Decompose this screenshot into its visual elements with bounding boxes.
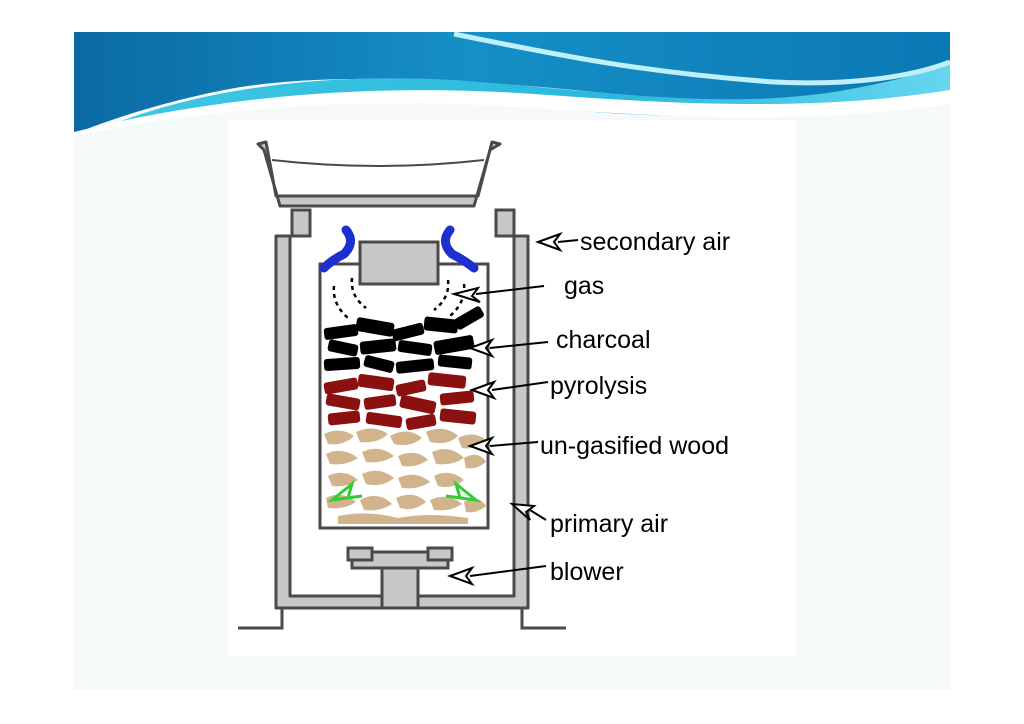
banner-highlight [453, 32, 950, 86]
blower-top-left-cap [346, 546, 374, 562]
wave-banner [74, 32, 950, 136]
secondary-air-nozzle-right [441, 225, 479, 273]
gas-flow-3 [433, 279, 450, 311]
gas-flow-2 [350, 277, 367, 309]
stove-base [238, 608, 566, 630]
pyrolysis-layer [323, 372, 477, 431]
label-charcoal: charcoal [556, 326, 651, 354]
label-blower: blower [550, 558, 624, 586]
primary-air-flow [326, 479, 482, 503]
banner-base [74, 32, 950, 134]
blower-body [380, 566, 420, 610]
label-secondary-air: secondary air [580, 228, 730, 256]
charcoal-layer [323, 306, 484, 374]
secondary-air-nozzle-left [319, 225, 355, 273]
flame-deflector [358, 240, 440, 286]
blower-top-right-cap [426, 546, 454, 562]
label-primary-air: primary air [550, 510, 668, 538]
label-gas: gas [564, 272, 604, 300]
ungasified-wood-layer [324, 428, 486, 524]
cooking-pot [256, 140, 502, 208]
gas-flow-4 [449, 283, 466, 317]
banner-white-stripe [74, 90, 950, 136]
gas-flow-1 [332, 285, 349, 319]
pot-rim [271, 159, 485, 167]
label-pyrolysis: pyrolysis [550, 372, 647, 400]
callout-arrows [447, 231, 579, 587]
pot-support-left [290, 208, 312, 238]
pot-support-right [494, 208, 516, 238]
label-ungasified-wood: un-gasified wood [540, 432, 729, 460]
gasifier-stove-diagram: secondary air gas charcoal pyrolysis un-… [238, 140, 730, 630]
